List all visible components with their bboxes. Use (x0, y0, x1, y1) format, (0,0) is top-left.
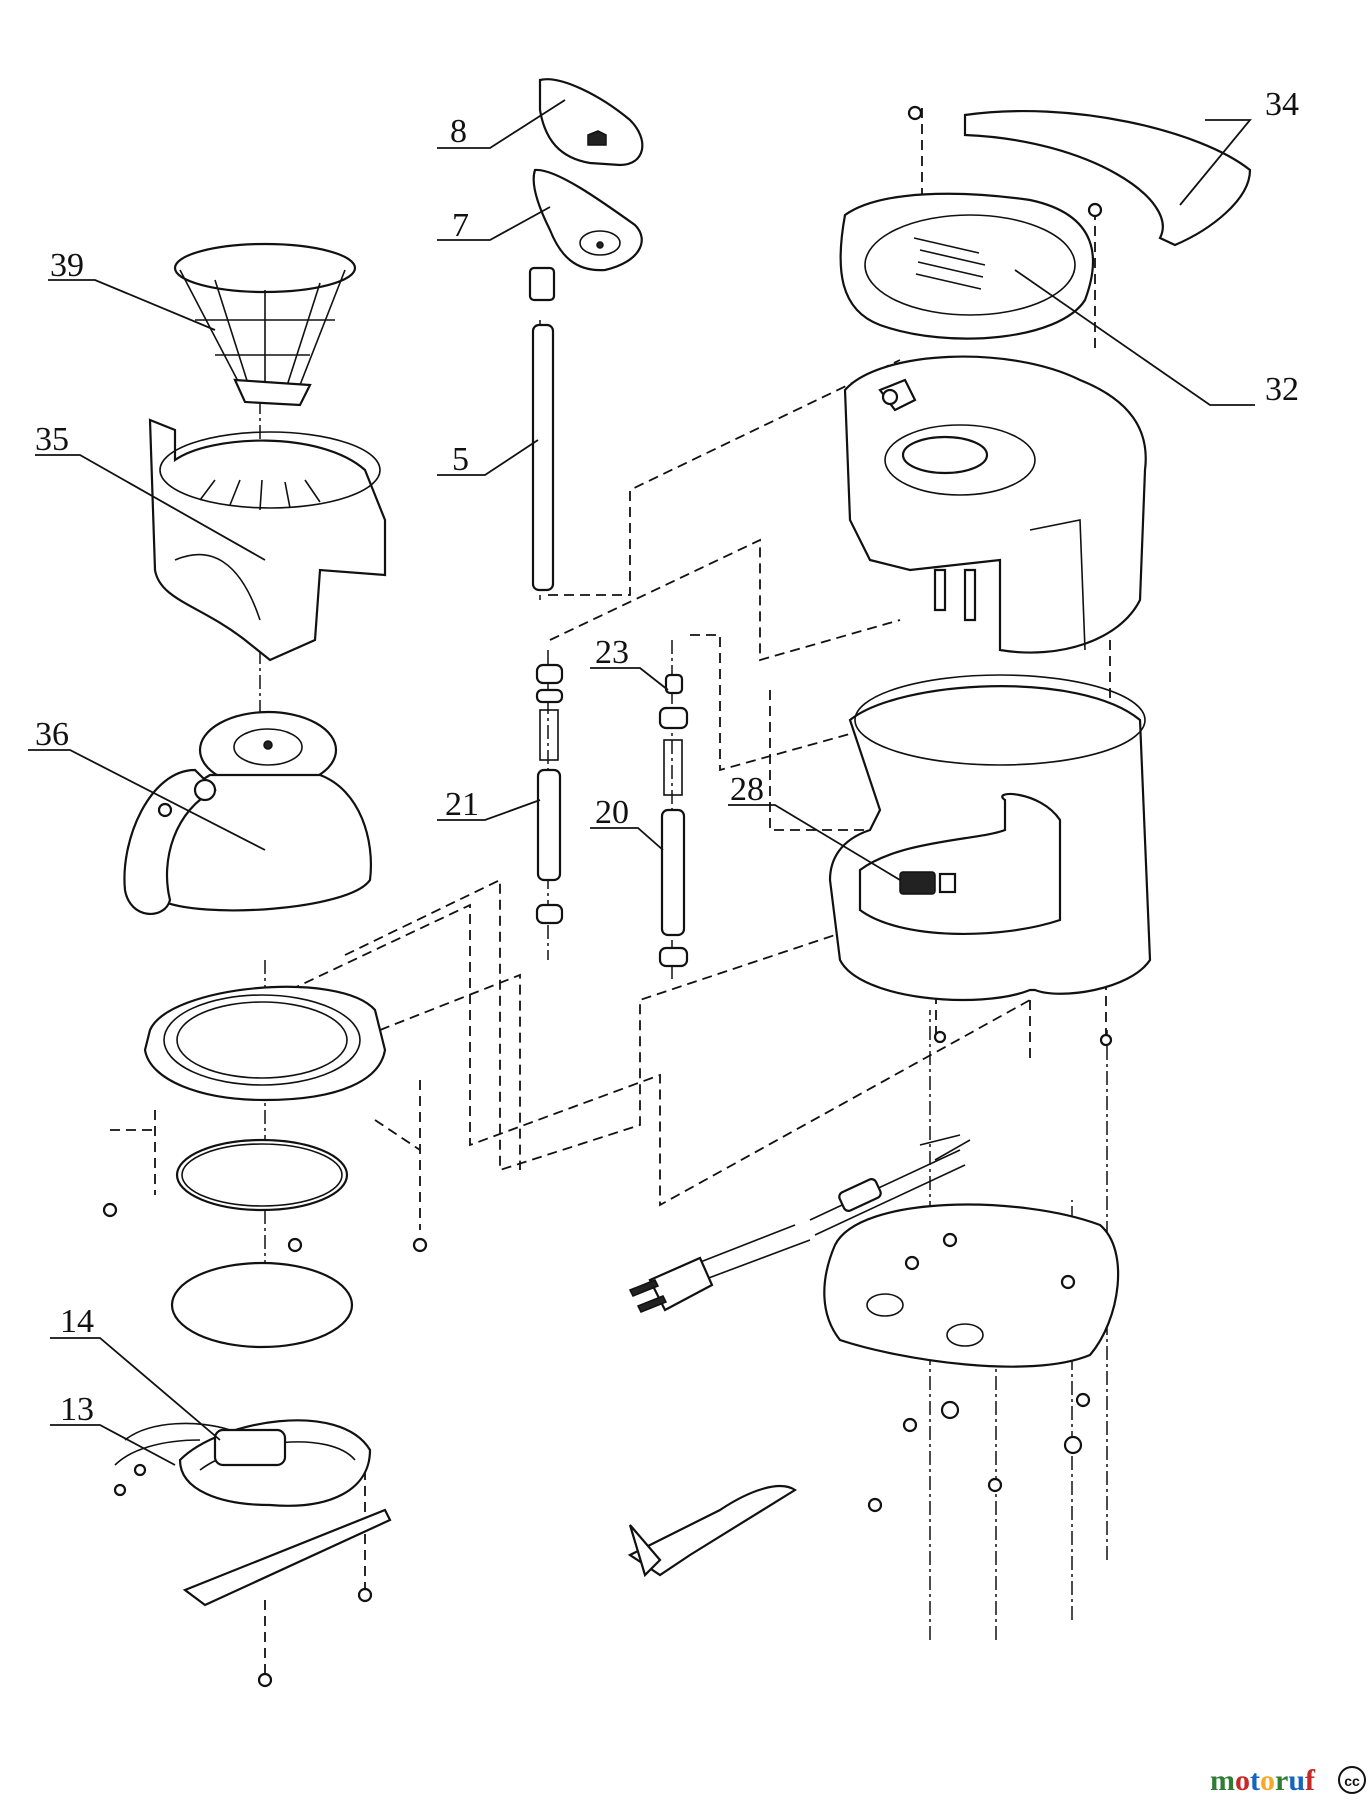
watermark-letter: o (1235, 1764, 1250, 1797)
part-bracket (182, 1508, 392, 1688)
part-top-lid (839, 192, 1103, 340)
part-lid-cover (907, 105, 1252, 247)
part-hoses (535, 663, 689, 968)
watermark-letter: m (1210, 1764, 1235, 1797)
part-power-cord (628, 1134, 971, 1313)
watermark-badge-icon (1338, 1766, 1366, 1794)
callout-36: 36 (35, 716, 69, 753)
part-main-housing (843, 355, 1147, 654)
svg-text:motoruf: motoruf (1210, 1764, 1316, 1797)
part-brew-basket-holder (148, 418, 387, 662)
part-filter-basket (173, 242, 357, 407)
callout-labels: 8 7 39 35 5 36 23 21 20 28 34 32 14 13 (35, 86, 1299, 1428)
watermark-letter: u (1288, 1764, 1305, 1797)
callout-14: 14 (60, 1303, 94, 1340)
callout-8: 8 (450, 113, 467, 150)
watermark-letter: f (1305, 1764, 1316, 1797)
callout-5: 5 (452, 441, 469, 478)
part-heating-element (113, 1419, 372, 1507)
screws (867, 1030, 1113, 1513)
watermark-badge: cc (1344, 1773, 1360, 1789)
callout-20: 20 (595, 794, 629, 831)
motoruf-watermark: motoruf cc (1210, 1764, 1366, 1797)
part-carafe (123, 710, 372, 915)
part-measuring-scoop (627, 1485, 798, 1578)
part-tube (531, 323, 555, 592)
callout-28: 28 (730, 771, 764, 808)
watermark-letter: r (1275, 1764, 1288, 1797)
watermark-letter: o (1260, 1764, 1275, 1797)
callout-13: 13 (60, 1391, 94, 1428)
callout-32: 32 (1265, 371, 1299, 408)
part-shower-head (528, 168, 643, 302)
callout-34: 34 (1265, 86, 1299, 123)
callout-23: 23 (595, 634, 629, 671)
callout-leaders (28, 99, 1255, 1466)
part-warming-plate (102, 985, 428, 1349)
callout-35: 35 (35, 421, 69, 458)
part-base-plate (823, 1203, 1120, 1368)
callout-39: 39 (50, 247, 84, 284)
watermark-letter: t (1250, 1764, 1260, 1797)
callout-21: 21 (445, 786, 479, 823)
callout-7: 7 (452, 207, 469, 244)
part-lid-cap (538, 78, 644, 167)
part-base-housing (828, 674, 1152, 1002)
